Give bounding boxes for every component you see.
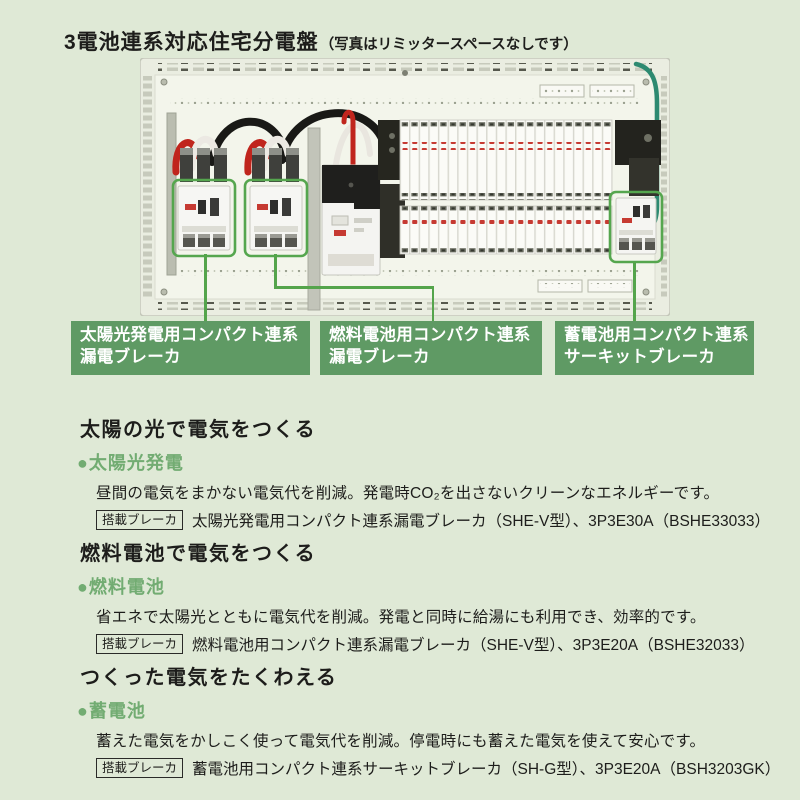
callout-label-battery: 蓄電池用コンパクト連系 サーキットブレーカ: [555, 321, 754, 375]
branch-breaker-rows: [399, 119, 613, 255]
callout-line-solar: [204, 254, 207, 321]
section-battery-breaker-row: 搭載ブレーカ 蓄電池用コンパクト連系サーキットブレーカ（SH-G型）、3P3E2…: [96, 757, 784, 779]
callout-label-solar-line2: 漏電ブレーカ: [80, 347, 181, 366]
section-fuel-breaker-row: 搭載ブレーカ 燃料電池用コンパクト連系漏電ブレーカ（SHE-V型）、3P3E20…: [96, 633, 784, 655]
callout-line-fuel-vertical1: [274, 254, 277, 288]
breaker-tag: 搭載ブレーカ: [96, 634, 184, 654]
callout-label-battery-line1: 蓄電池用コンパクト連系: [564, 326, 749, 344]
section-solar-heading: 太陽の光で電気をつくる: [80, 419, 317, 441]
section-fuel-cell: 燃料電池で電気をつくる ●燃料電池 省エネで太陽光とともに電気代を削減。発電と同…: [64, 537, 784, 655]
section-fuel-subheading: ●燃料電池: [77, 577, 165, 597]
section-solar-body: 昼間の電気をまかない電気代を削減。発電時CO₂を出さないクリーンなエネルギーです…: [96, 485, 720, 502]
callout-line-fuel-horizontal: [274, 286, 434, 289]
section-battery-heading: つくった電気をたくわえる: [80, 667, 338, 689]
solar-breaker-unit: [177, 148, 231, 251]
page-title-note: （写真はリミッタースペースなしです）: [319, 37, 578, 53]
section-solar: 太陽の光で電気をつくる ●太陽光発電 昼間の電気をまかない電気代を削減。発電時C…: [64, 413, 784, 531]
callout-line-battery: [633, 262, 636, 321]
battery-breaker-unit: [615, 197, 657, 255]
section-solar-breaker-row: 搭載ブレーカ 太陽光発電用コンパクト連系漏電ブレーカ（SHE-V型）、3P3E3…: [96, 509, 784, 531]
callout-label-battery-line2: サーキットブレーカ: [564, 347, 716, 366]
callout-label-solar-line1: 太陽光発電用コンパクト連系: [80, 326, 299, 344]
main-breaker-unit: [307, 120, 406, 311]
breaker-spec: 蓄電池用コンパクト連系サーキットブレーカ（SH-G型）、3P3E20A（BSH3…: [192, 761, 781, 778]
fuel-cell-breaker-unit: [249, 148, 303, 251]
section-battery: つくった電気をたくわえる ●蓄電池 蓄えた電気をかしこく使って電気代を削減。停電…: [64, 661, 784, 779]
callout-line-fuel-vertical2: [431, 286, 434, 321]
section-fuel-heading: 燃料電池で電気をつくる: [80, 543, 317, 565]
section-solar-subheading: ●太陽光発電: [77, 453, 184, 473]
breaker-tag: 搭載ブレーカ: [96, 758, 184, 778]
callout-label-fuel-line1: 燃料電池用コンパクト連系: [329, 326, 531, 344]
callout-label-fuel: 燃料電池用コンパクト連系 漏電ブレーカ: [320, 321, 542, 375]
section-battery-subheading: ●蓄電池: [77, 701, 146, 721]
page-title: 3電池連系対応住宅分電盤: [64, 31, 319, 54]
section-battery-body: 蓄えた電気をかしこく使って電気代を削減。停電時にも蓄えた電気を使えて安心です。: [96, 733, 706, 750]
panel-photo: [140, 58, 670, 316]
battery-highlight-box: [608, 190, 664, 264]
callout-label-solar: 太陽光発電用コンパクト連系 漏電ブレーカ: [71, 321, 310, 375]
mounting-rail: [166, 112, 177, 276]
page-header: 3電池連系対応住宅分電盤（写真はリミッタースペースなしです）: [64, 26, 578, 56]
breaker-tag: 搭載ブレーカ: [96, 510, 184, 530]
breaker-spec: 燃料電池用コンパクト連系漏電ブレーカ（SHE-V型）、3P3E20A（BSHE3…: [192, 637, 755, 654]
breaker-spec: 太陽光発電用コンパクト連系漏電ブレーカ（SHE-V型）、3P3E30A（BSHE…: [192, 513, 770, 530]
panel-photo-illustration: [140, 58, 670, 316]
section-fuel-body: 省エネで太陽光とともに電気代を削減。発電と同時に給湯にも利用でき、効率的です。: [96, 609, 706, 626]
callout-label-fuel-line2: 漏電ブレーカ: [329, 347, 430, 366]
